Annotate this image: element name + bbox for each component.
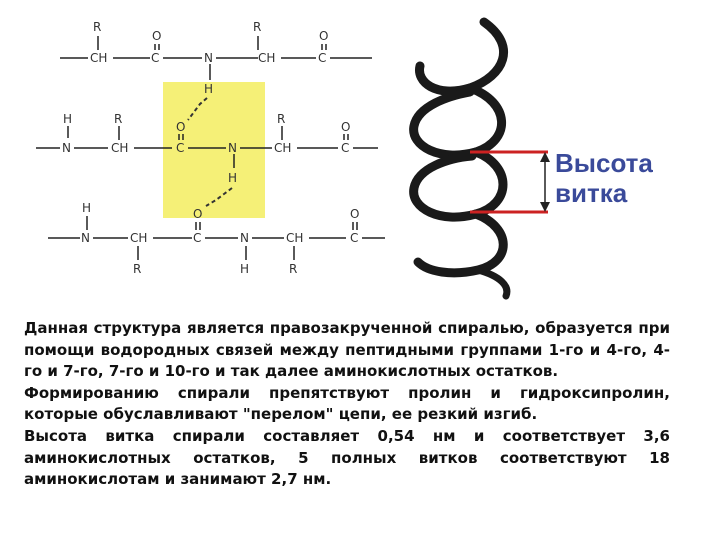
hydrogen-bond-highlight bbox=[163, 82, 265, 218]
n-atom: N bbox=[228, 141, 237, 155]
c-atom: C bbox=[341, 141, 349, 155]
ch-atom: CH bbox=[286, 231, 303, 245]
o-atom: O bbox=[341, 120, 350, 134]
caption-paragraph-1: Данная структура является правозакрученн… bbox=[24, 319, 670, 381]
h-atom: H bbox=[82, 201, 91, 215]
o-atom: O bbox=[176, 120, 185, 134]
ch-atom: CH bbox=[90, 51, 107, 65]
caption-paragraph-3: Высота витка спирали составляет 0,54 нм … bbox=[24, 426, 670, 489]
n-atom: N bbox=[81, 231, 90, 245]
o-atom: O bbox=[152, 29, 161, 43]
h-atom: H bbox=[204, 82, 213, 96]
ch-atom: CH bbox=[111, 141, 128, 155]
n-atom: N bbox=[204, 51, 213, 65]
r-group: R bbox=[93, 20, 101, 34]
c-atom: C bbox=[176, 141, 184, 155]
peptide-chain-row-1: R CH C O N R CH C O bbox=[60, 20, 372, 65]
r-group: R bbox=[277, 112, 285, 126]
c-atom: C bbox=[193, 231, 201, 245]
r-group: R bbox=[133, 262, 141, 276]
r-group: R bbox=[253, 20, 261, 34]
c-atom: C bbox=[318, 51, 326, 65]
h-atom: H bbox=[240, 262, 249, 276]
o-atom: O bbox=[193, 207, 202, 221]
ch-atom: CH bbox=[258, 51, 275, 65]
c-atom: C bbox=[151, 51, 159, 65]
hydrogen-bond-2: H bbox=[205, 154, 237, 207]
n-atom: N bbox=[240, 231, 249, 245]
ch-atom: CH bbox=[274, 141, 291, 155]
turn-height-label-line2: витка bbox=[555, 178, 628, 208]
alpha-helix-diagram: R CH C O N R CH C O H H N R CH O bbox=[36, 17, 653, 300]
c-atom: C bbox=[350, 231, 358, 245]
caption-paragraph-2: Формированию спирали препятствуют пролин… bbox=[24, 383, 670, 424]
h-atom: H bbox=[228, 171, 237, 185]
description-text: Данная структура является правозакрученн… bbox=[24, 318, 670, 491]
ch-atom: CH bbox=[130, 231, 147, 245]
peptide-chain-row-3: H N CH R O C N H CH R O C bbox=[48, 201, 385, 276]
r-group: R bbox=[114, 112, 122, 126]
o-atom: O bbox=[350, 207, 359, 221]
h-atom: H bbox=[63, 112, 72, 126]
helix-ribbon bbox=[409, 17, 511, 300]
n-atom: N bbox=[62, 141, 71, 155]
peptide-chain-row-2: H N R CH O C N R CH O C bbox=[36, 112, 378, 155]
hydrogen-bond-1: H bbox=[187, 64, 213, 121]
r-group: R bbox=[289, 262, 297, 276]
turn-height-indicator bbox=[470, 150, 550, 214]
o-atom: O bbox=[319, 29, 328, 43]
turn-height-label-line1: Высота bbox=[555, 148, 653, 178]
